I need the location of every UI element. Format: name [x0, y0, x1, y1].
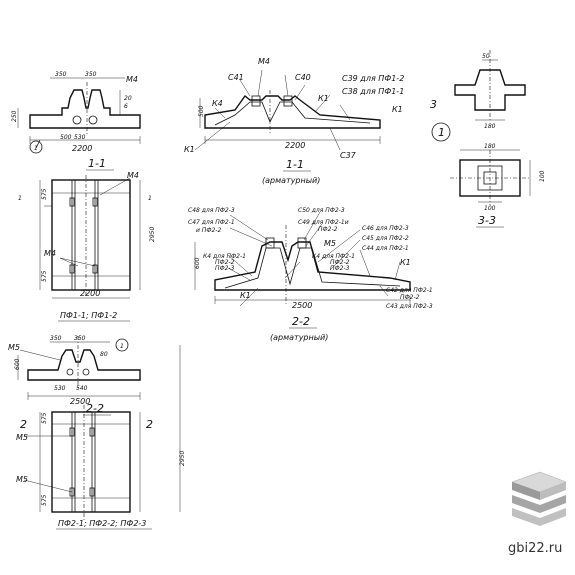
label-c39: С39 для ПФ1-2 [342, 74, 404, 83]
label-c42: С42 для ПФ2-1 [386, 287, 433, 294]
dim-500-arm: 500 [198, 105, 205, 117]
watermark-logo [511, 471, 567, 526]
dim-250: 250 [11, 110, 18, 122]
label-k4f: К4 для ПФ2-1 [203, 253, 246, 260]
mark-1-left: 1 [18, 195, 22, 202]
dim-100-33b: 100 [484, 205, 496, 212]
label-m4-top: М4 [126, 75, 138, 84]
dim-530-small: 530 [54, 385, 66, 392]
label-k4g: ПФ2-2 [215, 259, 235, 266]
dim-500: 500 [60, 134, 72, 141]
dim-6: 6 [124, 103, 128, 110]
watermark-text: gbi22.ru [508, 541, 562, 556]
label-m4-arm: М4 [258, 57, 270, 66]
label-k4h: ПФ2-3 [215, 265, 235, 272]
label-n2-left: 2 [20, 418, 27, 431]
label-c45: С45 для ПФ2-2 [362, 235, 409, 242]
section-1-1-outline [17, 77, 141, 154]
label-k1-arm-c: К1 [184, 145, 195, 154]
label-m4-plan1: М4 [127, 171, 139, 180]
dim-575-c: 575 [41, 412, 48, 424]
label-c48: С48 для ПФ2-3 [188, 207, 235, 214]
label-n3: 3 [430, 98, 437, 111]
plan-pf1 [39, 175, 141, 299]
label-c47b: и ПФ2-2 [196, 227, 221, 234]
label-k4e: ПФ2-3 [330, 265, 350, 272]
label-m5-arm: М5 [324, 239, 336, 248]
dim-350: 350 [85, 71, 97, 78]
label-c37: С37 [340, 151, 357, 160]
dim-180-33a: 180 [484, 123, 496, 130]
label-k1-22b: К1 [240, 291, 251, 300]
title-3-3: 3-3 [478, 214, 496, 227]
dim-350-left: 350 [55, 71, 67, 78]
label-m5-small: М5 [8, 343, 20, 352]
title-2-2-arm: 2-2 [292, 315, 310, 328]
mark-1-small: 1 [120, 343, 124, 350]
label-c43: С43 для ПФ2-3 [386, 303, 433, 310]
label-k4c: К4 для ПФ2-1 [312, 253, 355, 260]
label-c49b: ПФ2-2 [318, 226, 338, 233]
label-m4-plan1b: М4 [44, 249, 56, 258]
label-k1-arm-a: К1 [318, 94, 329, 103]
title-1-1-arm: 1-1 [286, 158, 304, 171]
label-c47: С47 для ПФ2-1 [188, 219, 235, 226]
label-c49: С49 для ПФ2-1и [298, 219, 349, 226]
dim-100-33: 100 [539, 170, 546, 182]
dim-50-33: 50 [482, 53, 490, 60]
dim-180-33b: 180 [484, 143, 496, 150]
dim-2950-a: 2950 [149, 227, 156, 242]
title-armature-1: (арматурный) [262, 176, 320, 185]
section-1-1-armature [194, 69, 381, 151]
dim-575-d: 575 [41, 494, 48, 506]
label-k1-22a: К1 [400, 258, 411, 267]
title-armature-2: (арматурный) [270, 333, 328, 342]
label-c50: С50 для ПФ2-3 [298, 207, 345, 214]
title-pf1: ПФ1-1; ПФ1-2 [60, 311, 117, 320]
dim-530: 530 [74, 134, 86, 141]
label-c46: С46 для ПФ2-3 [362, 225, 409, 232]
label-k1-arm-b: К1 [392, 105, 403, 114]
label-m5-plan2a: М5 [16, 433, 28, 442]
dim-2200-plan1: 2200 [80, 289, 100, 298]
dim-2200-arm: 2200 [285, 141, 305, 150]
mark-1-33: 1 [438, 126, 445, 139]
dim-20: 20 [124, 95, 132, 102]
dim-2500-small: 2500 [70, 397, 90, 406]
section-3-3 [431, 50, 531, 205]
dim-575-b: 575 [41, 270, 48, 282]
dim-600-small: 600 [14, 358, 21, 370]
dim-350-small: 350 [50, 335, 62, 342]
dim-575-a: 575 [41, 188, 48, 200]
label-k4-arm: К4 [212, 99, 223, 108]
label-c44: С44 для ПФ2-1 [362, 245, 409, 252]
title-pf2: ПФ2-1; ПФ2-2; ПФ2-3 [58, 519, 146, 528]
dim-350-small-b: 350 [74, 335, 86, 342]
dim-2500-arm: 2500 [292, 301, 312, 310]
label-c38: С38 для ПФ1-1 [342, 87, 404, 96]
section-2-2-armature [194, 211, 411, 307]
section-2-2-small [17, 336, 141, 400]
label-m5-plan2b: М5 [16, 475, 28, 484]
label-c40: С40 [295, 73, 311, 82]
mark-1-top: 1 [34, 145, 38, 152]
label-n2-right: 2 [146, 418, 153, 431]
mark-1-right: 1 [148, 195, 152, 202]
dim-2950-b: 2950 [179, 451, 186, 466]
label-c41: С41 [228, 73, 244, 82]
dim-2200-top: 2200 [72, 144, 92, 153]
dim-540-small: 540 [76, 385, 88, 392]
title-1-1-top: 1-1 [88, 157, 106, 170]
dim-600-22arm: 600 [194, 257, 201, 269]
dim-80-small: 80 [100, 351, 108, 358]
plan-pf2 [23, 345, 181, 520]
label-k4d: ПФ2-2 [330, 259, 350, 266]
label-c42b: ПФ2-2 [400, 294, 420, 301]
